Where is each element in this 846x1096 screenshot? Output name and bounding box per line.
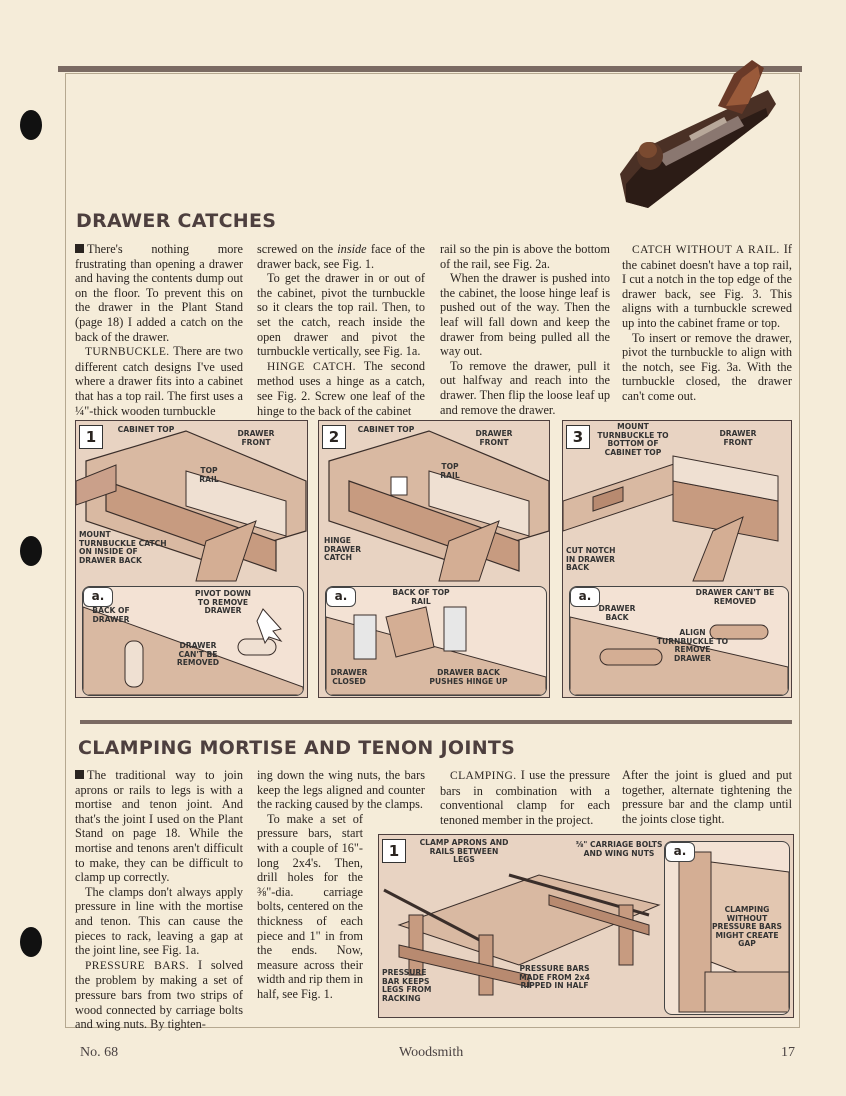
paragraph-text: If the cabinet doesn't have a top rail, … xyxy=(622,242,792,330)
label-top-rail: TOP RAIL xyxy=(199,466,219,484)
paragraph-text: screwed on the xyxy=(257,242,334,256)
label-drawer-front: DRAWER FRONT xyxy=(475,429,513,447)
section-marker xyxy=(75,244,84,253)
paragraph-text: After the joint is glued and put togethe… xyxy=(622,768,792,826)
paragraph-text: To insert or remove the drawer, pivot th… xyxy=(622,330,792,403)
figure-3-drawing xyxy=(563,455,779,582)
run-in-heading: TURNBUCKLE. xyxy=(85,346,170,359)
paragraph-text: The second method uses a hinge as a catc… xyxy=(257,358,425,418)
figure-2-hinge: 2 CABINET TOP DRAWER FRONT TOP RAIL HING… xyxy=(318,420,550,698)
section-marker xyxy=(75,770,84,779)
figure-3-without-rail: 3 MOUNT TURNBUCKLE TO BOTTOM OF CABINET … xyxy=(562,420,792,698)
label-cant-be-removed: DRAWER CAN'T BE REMOVED xyxy=(695,588,775,606)
clamping-col-1: The traditional way to join aprons or ra… xyxy=(75,768,243,1032)
drawer-catches-col-2: screwed on the inside face of the drawer… xyxy=(257,242,425,418)
run-in-heading: CLAMPING. xyxy=(450,770,517,782)
emphasis-text: inside xyxy=(337,242,367,256)
magazine-name: Woodsmith xyxy=(399,1045,464,1060)
label-clamp-aprons: CLAMP APRONS AND RAILS BETWEEN LEGS xyxy=(419,838,509,865)
clamping-col-3: CLAMPING. I use the pressure bars in com… xyxy=(440,768,610,827)
figure-3a-detail: a. DRAWER BACK DRAWER CAN'T BE REMOVED A… xyxy=(569,586,789,696)
label-pressure-bar: PRESSURE BAR KEEPS LEGS FROM RACKING xyxy=(382,968,432,1003)
paragraph-text: There's nothing more frustrating than op… xyxy=(75,242,243,344)
hand-plane-illustration xyxy=(620,60,776,208)
paragraph-text: When the drawer is pushed into the cabin… xyxy=(440,271,610,359)
label-gap: CLAMPING WITHOUT PRESSURE BARS MIGHT CRE… xyxy=(711,905,783,949)
clamping-title: CLAMPING MORTISE AND TENON JOINTS xyxy=(78,737,516,759)
paragraph-text: rail so the pin is above the bottom of t… xyxy=(440,242,610,271)
label-drawer-front: DRAWER FRONT xyxy=(719,429,757,447)
paragraph-text: The clamps don't always apply pressure i… xyxy=(75,884,243,958)
section-rule xyxy=(80,720,792,724)
subfigure-badge: a. xyxy=(665,842,695,862)
drawer-catches-col-1: There's nothing more frustrating than op… xyxy=(75,242,243,418)
gap-detail-drawing xyxy=(678,851,789,1013)
label-cant-be-removed: DRAWER CAN'T BE REMOVED xyxy=(176,641,220,668)
paragraph-text: I use the pressure bars in combination w… xyxy=(440,768,610,827)
label-drawer-closed: DRAWER CLOSED xyxy=(330,668,368,686)
label-hinge-drawer-catch: HINGE DRAWER CATCH xyxy=(324,536,362,563)
page-number: 17 xyxy=(781,1045,795,1060)
label-carriage-bolts: ⅜" CARRIAGE BOLTS AND WING NUTS xyxy=(575,840,663,858)
figure-2-drawing xyxy=(328,430,549,582)
top-rule xyxy=(58,66,802,72)
figure-1a-detail: a. BACK OF DRAWER PIVOT DOWN TO REMOVE D… xyxy=(82,586,304,696)
subfigure-badge: a. xyxy=(83,587,113,607)
drawer-catches-col-3: rail so the pin is above the bottom of t… xyxy=(440,242,610,417)
label-mount-turnbuckle: MOUNT TURNBUCKLE TO BOTTOM OF CABINET TO… xyxy=(597,422,669,457)
paragraph-text: ing down the wing nuts, the bars keep th… xyxy=(257,768,425,812)
paragraph-text: The traditional way to join aprons or ra… xyxy=(75,768,243,885)
label-pivot-down: PIVOT DOWN TO REMOVE DRAWER xyxy=(195,589,251,616)
paragraph-text: To remove the drawer, pull it out halfwa… xyxy=(440,358,610,417)
run-in-heading: PRESSURE BARS. xyxy=(85,959,190,972)
paragraph-text: face of the drawer back, see Fig. 1. xyxy=(257,242,425,271)
label-cut-notch: CUT NOTCH IN DRAWER BACK xyxy=(566,546,616,573)
paragraph-text: I solved the problem by making a set of … xyxy=(75,957,243,1032)
binder-hole xyxy=(20,536,42,566)
label-mount-turnbuckle: MOUNT TURNBUCKLE CATCH ON INSIDE OF DRAW… xyxy=(79,530,167,565)
figure-number-badge: 1 xyxy=(382,839,406,863)
label-drawer-front: DRAWER FRONT xyxy=(237,429,275,447)
figure-number-badge: 1 xyxy=(79,425,103,449)
label-top-rail: TOP RAIL xyxy=(440,462,460,480)
figure-1-turnbuckle: 1 CABINET TOP DRAWER FRONT TOP RAIL MOUN… xyxy=(75,420,308,698)
clamp-figure-drawing xyxy=(383,873,661,996)
figure-3a-drawing xyxy=(570,616,788,695)
label-align-turnbuckle: ALIGN TURNBUCKLE TO REMOVE DRAWER xyxy=(656,628,729,663)
label-back-of-top-rail: BACK OF TOP RAIL xyxy=(392,588,450,606)
figure-number-badge: 3 xyxy=(566,425,590,449)
figure-1a-gap-detail: a. CLAMPING WITHOUT PRESSURE BARS MIGHT … xyxy=(664,841,790,1015)
label-back-of-drawer: BACK OF DRAWER xyxy=(92,606,130,624)
figure-clamp-pressure-bars: 1 CLAMP APRONS AND RAILS BETWEEN LEGS ⅜"… xyxy=(378,834,794,1018)
drawer-catches-title: DRAWER CATCHES xyxy=(76,210,277,232)
paragraph-text: There are two different catch designs I'… xyxy=(75,344,243,418)
label-cabinet-top: CABINET TOP xyxy=(357,425,415,434)
label-pressure-bars-made: PRESSURE BARS MADE FROM 2x4 RIPPED IN HA… xyxy=(519,964,590,991)
run-in-heading: CATCH WITHOUT A RAIL. xyxy=(632,244,780,256)
binder-hole xyxy=(20,927,42,957)
label-pushes-hinge: DRAWER BACK PUSHES HINGE UP xyxy=(429,668,508,686)
paragraph-text: To make a set of pressure bars, start wi… xyxy=(257,811,363,1001)
binder-hole xyxy=(20,110,42,140)
figure-1-drawing xyxy=(76,430,307,582)
subfigure-badge: a. xyxy=(326,587,356,607)
figure-2a-detail: a. BACK OF TOP RAIL DRAWER CLOSED DRAWER… xyxy=(325,586,547,696)
paragraph-text: To get the drawer in or out of the cabin… xyxy=(257,271,425,359)
figure-2a-drawing xyxy=(326,606,546,695)
figure-number-badge: 2 xyxy=(322,425,346,449)
label-cabinet-top: CABINET TOP xyxy=(117,425,175,434)
figure-1a-drawing xyxy=(83,606,303,695)
page-frame xyxy=(65,73,800,1028)
clamping-col-4: After the joint is glued and put togethe… xyxy=(622,768,792,826)
clamping-col-2: ing down the wing nuts, the bars keep th… xyxy=(257,768,425,1002)
subfigure-badge: a. xyxy=(570,587,600,607)
drawer-catches-col-4: CATCH WITHOUT A RAIL. If the cabinet doe… xyxy=(622,242,792,404)
issue-number: No. 68 xyxy=(80,1045,119,1060)
run-in-heading: HINGE CATCH. xyxy=(267,360,356,373)
label-drawer-back: DRAWER BACK xyxy=(598,604,636,622)
